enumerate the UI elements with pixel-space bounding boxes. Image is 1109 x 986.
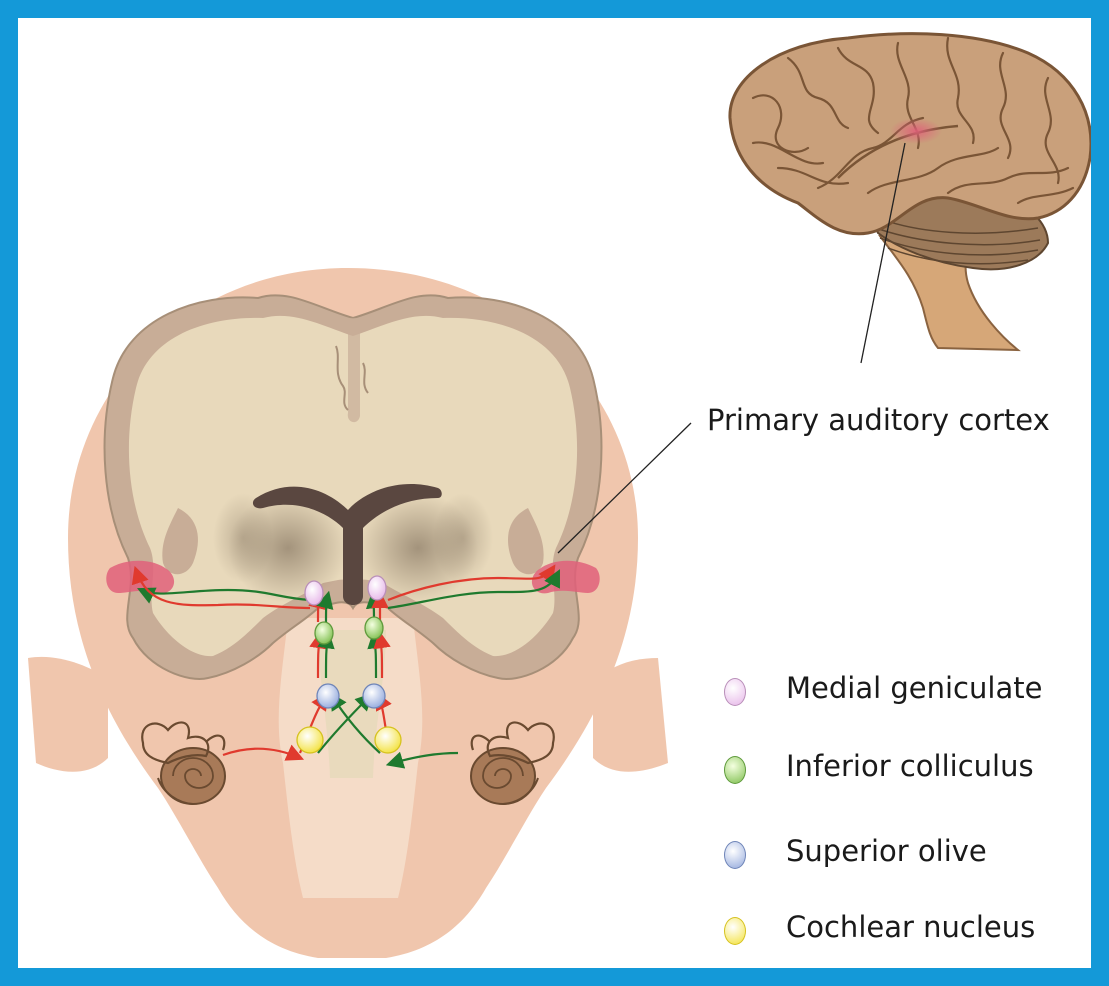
cochlear-nucleus-right: [375, 727, 401, 753]
medial-geniculate-swatch: [724, 678, 746, 706]
medial-geniculate-left: [305, 581, 323, 605]
inferior-colliculus-right: [365, 617, 383, 639]
auditory-pathway-illustration: [18, 18, 1091, 968]
superior-olive-swatch: [724, 841, 746, 869]
cochlear-nucleus-left: [297, 727, 323, 753]
inferior-colliculus-swatch: [724, 756, 746, 784]
brain-side-view: [730, 34, 1091, 350]
superior-olive-right: [363, 684, 385, 708]
cochlear-nucleus-swatch: [724, 917, 746, 945]
inferior-colliculus-left: [315, 622, 333, 644]
legend-label: Inferior colliculus: [786, 751, 1034, 783]
legend-label: Superior olive: [786, 836, 987, 868]
superior-olive-left: [317, 684, 339, 708]
primary-auditory-cortex-label: Primary auditory cortex: [707, 406, 1050, 435]
diagram-frame: Primary auditory cortex Medial geniculat…: [18, 18, 1091, 968]
head-coronal-view: [28, 268, 668, 958]
legend-label: Cochlear nucleus: [786, 912, 1035, 944]
medial-geniculate-right: [368, 576, 386, 600]
legend-label: Medial geniculate: [786, 673, 1042, 705]
